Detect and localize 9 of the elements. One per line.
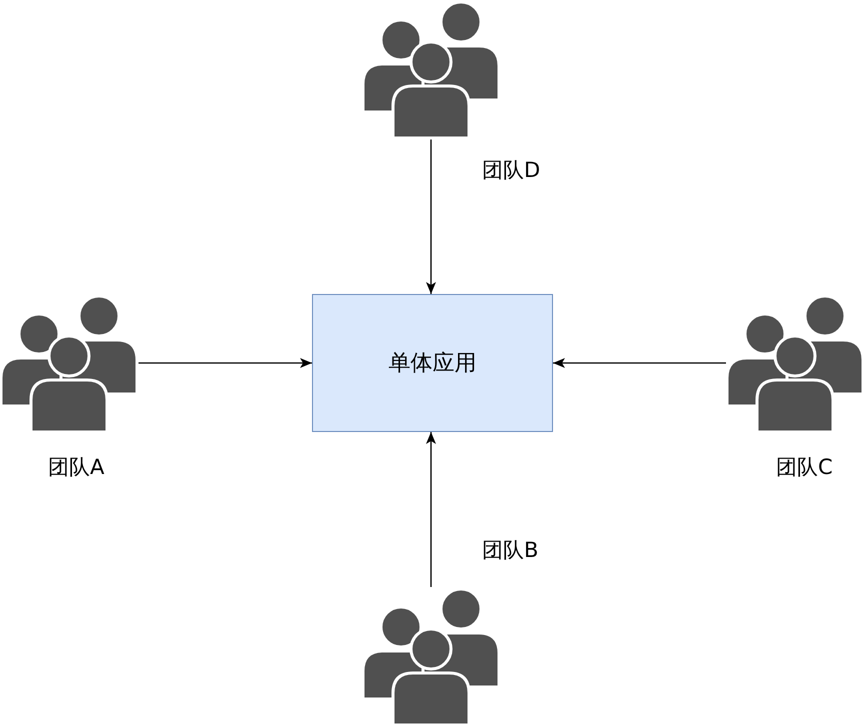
arrow <box>138 358 312 368</box>
arrow <box>426 138 436 294</box>
team-label: 团队B <box>482 537 538 564</box>
arrow <box>553 358 726 368</box>
team-label: 团队C <box>776 454 833 481</box>
arrow <box>426 432 436 587</box>
team-label: 团队A <box>48 454 104 481</box>
process-box: 单体应用 <box>312 294 553 432</box>
team-label: 团队D <box>482 157 540 184</box>
